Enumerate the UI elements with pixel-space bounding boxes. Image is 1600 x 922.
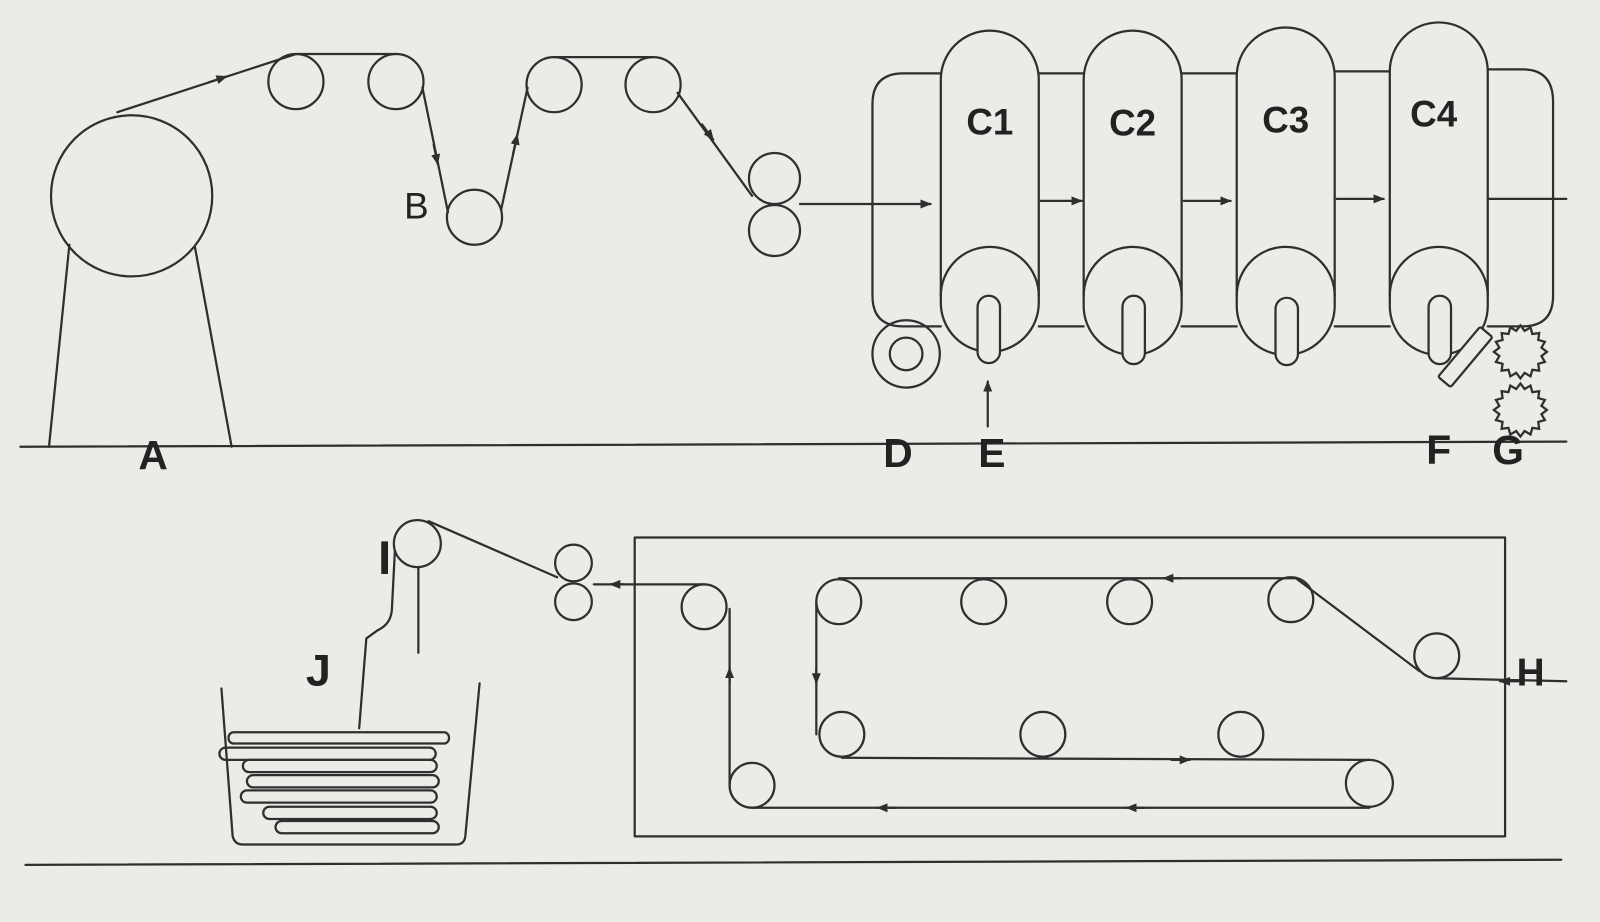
nip-roller — [553, 582, 593, 622]
tension-roller-b — [445, 188, 504, 246]
label-j: J — [306, 644, 331, 695]
beam-left-leg — [47, 243, 71, 448]
label-c3: C3 — [1262, 100, 1309, 141]
fabric-fold — [239, 789, 438, 804]
squeeze-lever — [1427, 294, 1453, 366]
fabric-path — [840, 756, 1371, 761]
roller-d-inner — [888, 336, 924, 372]
squeeze-lever — [976, 294, 1002, 365]
tank-body — [1082, 29, 1183, 356]
fabric-path — [116, 52, 298, 114]
label-g: G — [1492, 427, 1524, 473]
label-i: I — [378, 532, 391, 584]
direction-arrow — [431, 143, 441, 166]
gear-rollers-g — [1492, 323, 1549, 439]
tank-c3 — [1235, 26, 1336, 367]
fabric-path — [676, 91, 754, 197]
fabric-path — [427, 520, 559, 579]
tank-body — [1235, 26, 1336, 356]
top-section: A B C1 C2 C3 C4 D E F G — [19, 21, 1568, 478]
fabric-fold — [227, 731, 451, 745]
direction-arrow — [207, 75, 228, 84]
direction-arrow — [700, 123, 715, 141]
tank-c2 — [1082, 29, 1183, 366]
tank-c1 — [939, 29, 1040, 365]
gear-roller — [1492, 381, 1549, 439]
label-b: B — [404, 185, 429, 226]
guide-roller — [1019, 710, 1067, 758]
tank-roller — [1082, 245, 1183, 297]
fabric-fold — [262, 805, 438, 821]
feed-beam-a — [47, 114, 233, 448]
label-c2: C2 — [1109, 103, 1156, 144]
label-a: A — [138, 432, 167, 478]
squeeze-lever — [1121, 294, 1147, 366]
tank-roller — [939, 245, 1040, 297]
label-f: F — [1426, 427, 1451, 473]
fabric-fold — [245, 774, 440, 789]
label-d: D — [883, 430, 912, 476]
ground-line-top — [19, 440, 1568, 448]
beam-right-leg — [193, 245, 233, 448]
guide-roller — [1413, 632, 1461, 680]
label-e: E — [978, 430, 1005, 476]
fabric-fold — [274, 819, 440, 835]
fabric-strip — [358, 549, 397, 730]
tank-c4 — [1388, 21, 1489, 366]
direction-arrow — [510, 133, 520, 155]
guide-roller — [1217, 710, 1265, 758]
fabric-path — [1294, 577, 1421, 673]
basket-j — [218, 682, 481, 846]
bottom-section: H I J — [24, 519, 1568, 867]
dryer-box — [633, 536, 1507, 838]
squeeze-lever — [1274, 296, 1300, 367]
tank-body — [1388, 21, 1489, 356]
tank-roller — [1388, 245, 1489, 297]
scraper-f — [1437, 326, 1493, 388]
label-c4: C4 — [1410, 93, 1458, 134]
tank-roller — [1235, 245, 1336, 297]
gear-roller — [1492, 323, 1549, 381]
nip-roller — [553, 543, 593, 583]
basket — [220, 682, 481, 846]
nip-roller — [747, 203, 802, 258]
roller-d — [871, 319, 941, 389]
roller-d-outer — [871, 319, 941, 389]
label-h: H — [1517, 651, 1545, 694]
label-c1: C1 — [966, 102, 1013, 143]
fabric-fold — [241, 758, 438, 774]
feed-beam-roll — [49, 114, 214, 278]
tank-body — [939, 29, 1040, 353]
ground-line-bottom — [24, 858, 1563, 867]
